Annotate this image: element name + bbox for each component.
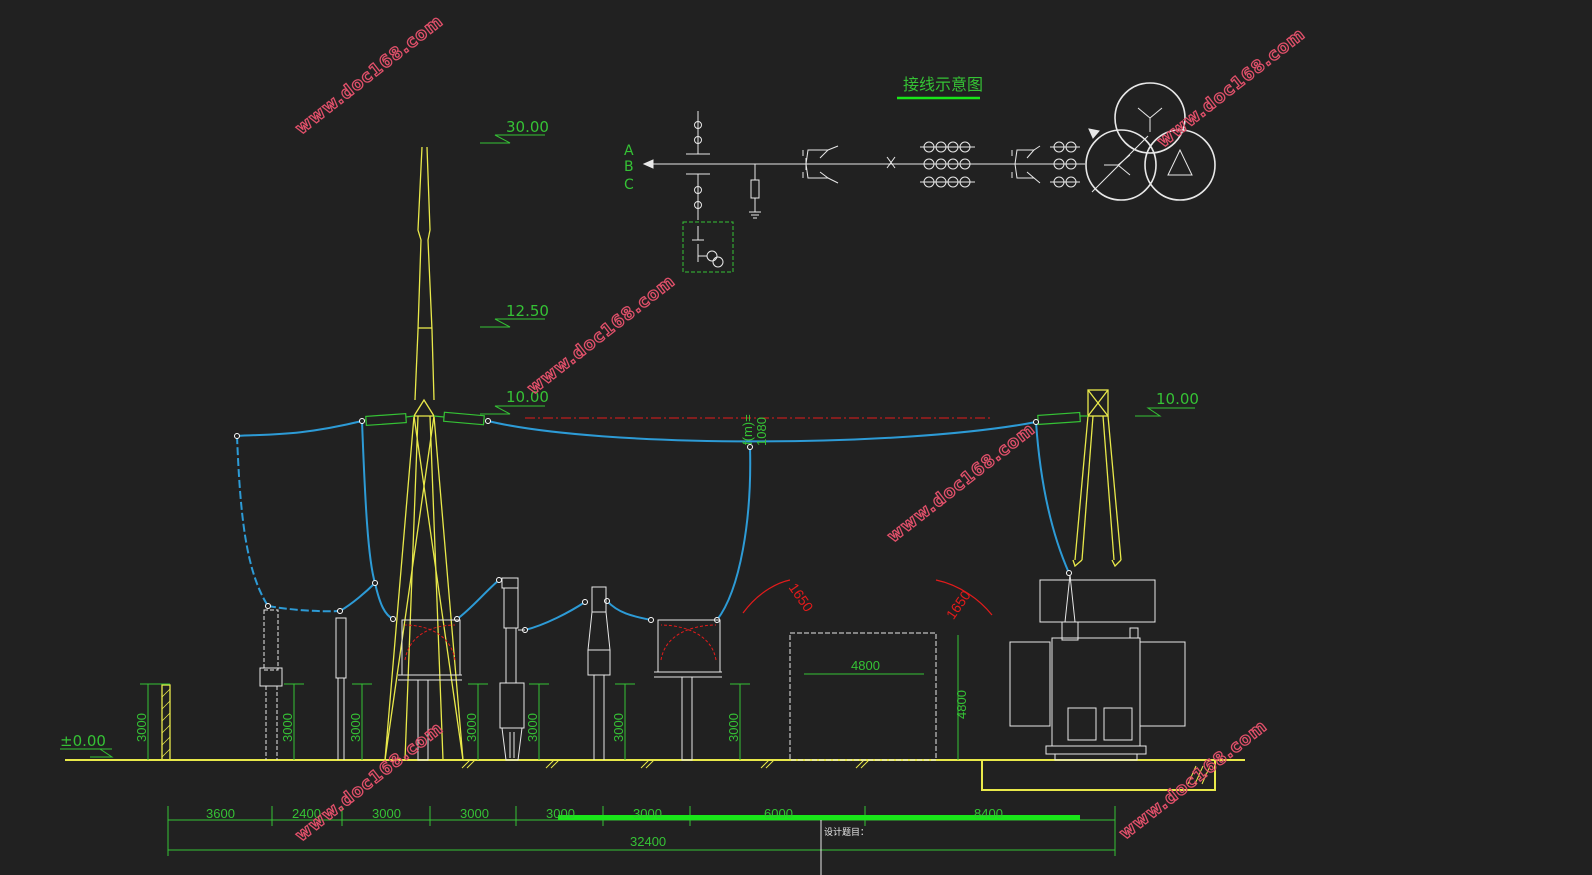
watermark-1: www.doc168.com [292, 11, 448, 139]
support-height-7: 3000 [726, 713, 741, 742]
clearance-right-label: 1650 [943, 587, 974, 622]
support-height-2: 3000 [280, 713, 295, 742]
watermark-3: www.doc168.com [884, 419, 1040, 547]
bay-spacing-5: 3000 [546, 806, 575, 821]
phase-label-a: A [624, 143, 634, 159]
insulator-strings [362, 411, 1088, 427]
bay-spacing-7: 6000 [764, 806, 793, 821]
bay-spacing-6: 3000 [633, 806, 662, 821]
phase-label-c: C [624, 177, 634, 193]
left-post [161, 684, 171, 761]
support-height-3: 3000 [348, 713, 363, 742]
sag-value: 1080 [754, 417, 769, 446]
support-height-6: 3000 [611, 713, 626, 742]
support-height-4: 3000 [464, 713, 479, 742]
design-title-label: 设计题目： [824, 826, 869, 838]
equipment [259, 574, 1186, 761]
watermark-5: www.doc168.com [292, 718, 448, 846]
ground [65, 759, 1245, 791]
clearance-left-label: 1650 [786, 580, 817, 615]
schematic-title: 接线示意图 [903, 75, 983, 94]
pt-box [682, 221, 734, 273]
support-height-dimensions [140, 683, 750, 760]
main-gantry-mast [384, 146, 464, 761]
bay-spacing-4: 3000 [460, 806, 489, 821]
elevation-label-beam-left: 10.00 [506, 388, 549, 406]
elevation-label-ground: ±0.00 [60, 732, 106, 750]
vehicle-clearance [742, 579, 993, 761]
phase-label-b: B [624, 159, 634, 175]
watermark-2: www.doc168.com [524, 271, 680, 399]
sag-label: f(m)= [740, 414, 755, 445]
watermark-4: www.doc168.com [1154, 24, 1310, 152]
total-length: 32400 [630, 834, 666, 849]
vehicle-height-label: 4800 [954, 690, 969, 719]
watermarks: www.doc168.com www.doc168.com www.doc168… [291, 11, 1310, 847]
conductors [236, 420, 1070, 631]
support-height-1: 3000 [134, 713, 149, 742]
title-bar [558, 815, 1080, 820]
support-height-5: 3000 [525, 713, 540, 742]
bay-spacing-2: 2400 [292, 806, 321, 821]
elevation-label-beam-right: 10.00 [1156, 390, 1199, 408]
watermark-6: www.doc168.com [1116, 716, 1272, 844]
bay-spacing-8: 8400 [974, 806, 1003, 821]
right-gantry [1072, 389, 1122, 568]
single-line-schematic [642, 82, 1216, 220]
switch-arcs [404, 624, 717, 661]
elevation-label-mid: 12.50 [506, 302, 549, 320]
vehicle-width-label: 4800 [851, 658, 880, 673]
pt-symbol [692, 226, 724, 268]
elevation-markers [60, 134, 1195, 758]
bay-spacing-1: 3600 [206, 806, 235, 821]
elevation-label-top: 30.00 [506, 118, 549, 136]
conductor-nodes [234, 418, 1072, 633]
bay-spacing-3: 3000 [372, 806, 401, 821]
